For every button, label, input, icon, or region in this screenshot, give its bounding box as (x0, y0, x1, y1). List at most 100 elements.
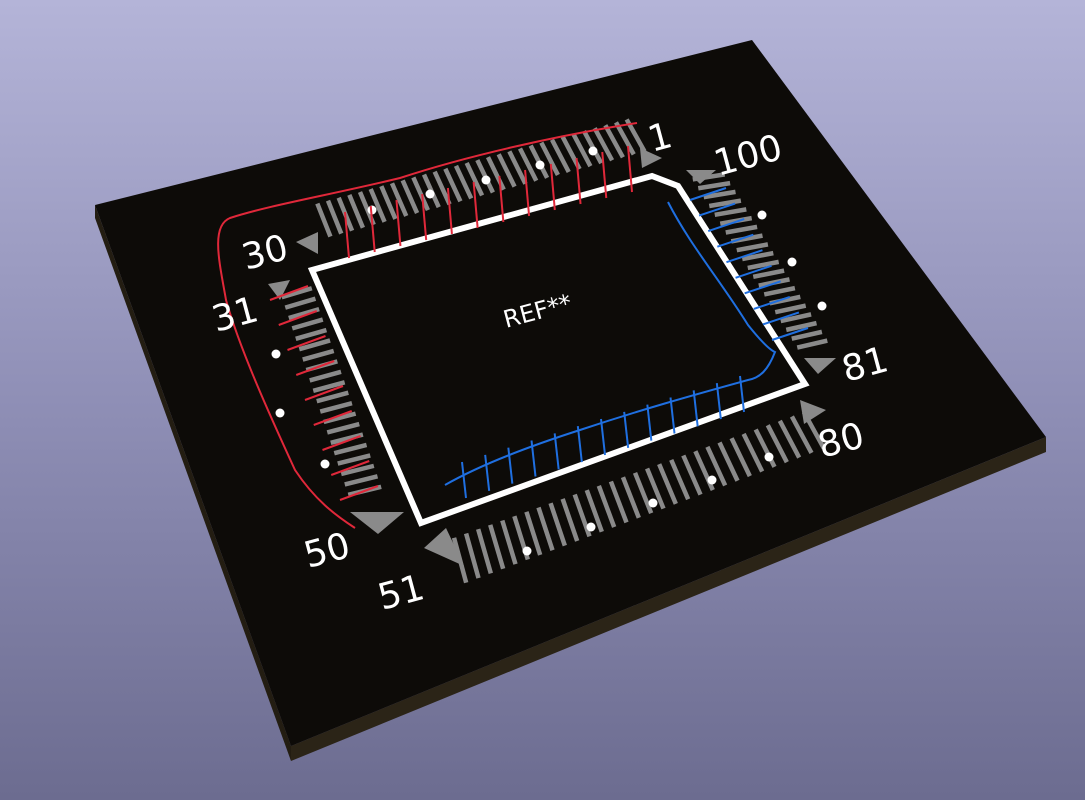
corner-markers (268, 148, 836, 566)
red-annotation-tick (269, 285, 309, 301)
pad-bottom (657, 463, 678, 505)
blue-annotation-tick (771, 327, 809, 341)
silkscreen-dot (817, 301, 827, 311)
blue-annotation-tick (707, 218, 745, 233)
silkscreen-dot (522, 546, 532, 556)
red-annotation-tick (295, 360, 335, 376)
silkscreen-dot (648, 498, 658, 508)
pad-right (763, 285, 796, 297)
pad-left (312, 380, 346, 393)
pad-bottom (488, 524, 506, 570)
pad-top (368, 188, 387, 223)
silkscreen-dot (707, 475, 717, 485)
pad-top (496, 153, 517, 188)
board-side-bottom (95, 205, 291, 761)
blue-annotation-tick (726, 249, 763, 264)
pad-top (379, 185, 398, 220)
pad-bottom (789, 415, 814, 455)
pad-bottom (560, 498, 580, 542)
red-annotation (217, 122, 638, 529)
pad-bottom (596, 485, 617, 528)
blue-annotation-tick (576, 426, 583, 463)
red-annotation-tick (601, 151, 608, 199)
pad-top (550, 138, 571, 174)
pad-bottom (548, 502, 567, 547)
silkscreen-dot (535, 160, 545, 170)
pad-right (791, 329, 823, 341)
red-annotation-tick (421, 193, 428, 241)
silkscreen-dot (271, 349, 281, 359)
red-annotation-tick (330, 460, 370, 476)
pad-bottom (645, 467, 666, 510)
pad-left (319, 401, 353, 414)
pad-left (309, 369, 342, 383)
silkscreen-dot (481, 175, 491, 185)
red-annotation-tick (446, 187, 453, 235)
blue-annotation-tick (623, 411, 630, 448)
pad-top (389, 182, 409, 217)
marker-pin-80 (800, 400, 826, 424)
blue-annotation-tick (600, 418, 606, 456)
silkscreen-dot (586, 522, 596, 532)
pad-right (774, 303, 807, 315)
pad-left (333, 442, 368, 456)
red-annotation-tick (524, 169, 531, 217)
red-annotation-tick (304, 385, 344, 401)
pad-top (443, 167, 463, 203)
pad-left (284, 296, 317, 310)
silkscreen-dot (425, 189, 435, 199)
pad-bottom (536, 506, 555, 551)
pad-left (337, 453, 371, 466)
blue-annotation-tick (692, 390, 699, 427)
blue-annotation-tick (715, 383, 722, 420)
pad-left (298, 338, 331, 352)
pad-right (785, 320, 817, 333)
pad-bottom (741, 432, 765, 473)
pad-top (432, 170, 452, 206)
pad-top (603, 124, 625, 159)
marker-pin-81 (804, 358, 836, 374)
blue-annotation-tick (669, 397, 676, 434)
red-annotation-tick (627, 145, 633, 193)
red-annotation-tick (322, 435, 361, 451)
blue-annotation-tick (646, 404, 653, 441)
pad-bottom (608, 480, 629, 524)
pad-right (747, 259, 780, 271)
pad-top (517, 147, 539, 182)
silkscreen-dot (764, 452, 774, 462)
blue-annotation-tick (739, 375, 745, 413)
pad-bottom (463, 532, 481, 579)
pad-left (302, 348, 335, 362)
pad-left (291, 317, 324, 331)
pad-left (344, 474, 379, 487)
blue-annotation-tick (744, 280, 781, 295)
pad-top (325, 199, 344, 235)
pad-right (741, 250, 774, 262)
marker-pin-1 (640, 148, 662, 168)
pad-left (316, 390, 349, 404)
silkscreen-dot (787, 257, 797, 267)
pad-top (592, 127, 615, 162)
red-annotation-tick (339, 485, 379, 501)
pad-bottom (705, 445, 728, 487)
pad-top (507, 150, 528, 185)
pad-top (453, 164, 474, 200)
pad-left (330, 432, 364, 445)
pad-bottom (524, 511, 543, 556)
pad-right (714, 207, 747, 218)
red-annotation-tick (395, 199, 402, 247)
red-annotation-tick (278, 310, 318, 326)
red-annotation-tick (287, 335, 326, 351)
pad-bottom (632, 471, 654, 515)
blue-annotation (444, 187, 809, 499)
pad-top (347, 193, 365, 229)
pad-top (539, 141, 560, 176)
pad-left (288, 306, 320, 321)
pad-left (281, 286, 313, 300)
pad-right (703, 189, 736, 200)
pad-bottom (572, 493, 592, 538)
blue-annotation-tick (689, 187, 727, 201)
blue-annotation-tick (530, 440, 537, 477)
